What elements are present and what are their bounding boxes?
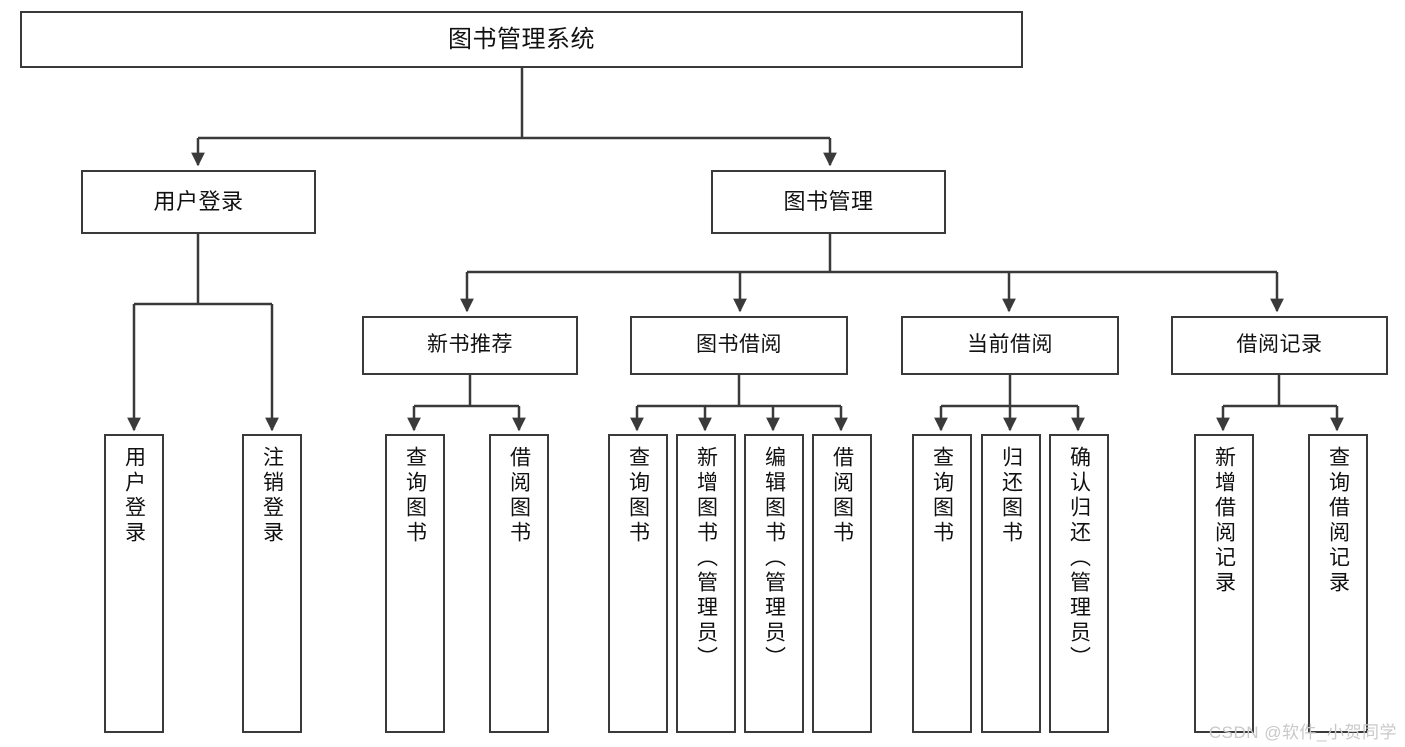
watermark-text: CSDN @软件_小贺同学 (1208, 723, 1397, 742)
node-label: 图书借阅 (696, 333, 782, 357)
node-label: 查询图书 (626, 446, 650, 546)
node-label: 查询图书 (930, 446, 954, 546)
node-label: 新增借阅记录 (1212, 446, 1236, 596)
node-label: 图书管理 (783, 189, 874, 215)
node-label: 确认归还（管理员） (1067, 446, 1091, 671)
node-borrow-record[interactable]: 借阅记录 (1171, 316, 1388, 375)
node-label: 图书管理系统 (448, 25, 595, 53)
node-label: 用户登录 (153, 189, 244, 215)
node-current-borrow[interactable]: 当前借阅 (901, 316, 1119, 375)
node-user-login[interactable]: 用户登录 (81, 170, 316, 234)
leaf-borrow-book-recommend[interactable]: 借阅图书 (489, 434, 549, 733)
leaf-query-book-borrow[interactable]: 查询图书 (608, 434, 668, 733)
node-label: 当前借阅 (967, 333, 1053, 357)
node-new-book-recommend[interactable]: 新书推荐 (362, 316, 578, 375)
node-book-manage[interactable]: 图书管理 (711, 170, 946, 234)
leaf-add-book-admin[interactable]: 新增图书（管理员） (676, 434, 736, 733)
node-root-system[interactable]: 图书管理系统 (20, 11, 1023, 68)
node-label: 归还图书 (999, 446, 1023, 546)
node-label: 用户登录 (122, 446, 146, 546)
node-label: 借阅图书 (507, 446, 531, 546)
node-label: 新书推荐 (427, 333, 513, 357)
leaf-query-borrow-record[interactable]: 查询借阅记录 (1308, 434, 1368, 733)
node-label: 编辑图书（管理员） (762, 446, 786, 671)
leaf-edit-book-admin[interactable]: 编辑图书（管理员） (744, 434, 804, 733)
leaf-add-borrow-record[interactable]: 新增借阅记录 (1194, 434, 1254, 733)
leaf-borrow-book-borrow[interactable]: 借阅图书 (812, 434, 872, 733)
node-label: 借阅记录 (1236, 333, 1323, 357)
node-label: 查询借阅记录 (1326, 446, 1350, 596)
leaf-query-book-recommend[interactable]: 查询图书 (385, 434, 445, 733)
leaf-query-book-current[interactable]: 查询图书 (912, 434, 972, 733)
node-book-borrow[interactable]: 图书借阅 (630, 316, 848, 375)
leaf-confirm-return-admin[interactable]: 确认归还（管理员） (1049, 434, 1109, 733)
leaf-return-book[interactable]: 归还图书 (981, 434, 1041, 733)
node-label: 注销登录 (260, 446, 284, 546)
leaf-user-login[interactable]: 用户登录 (104, 434, 164, 733)
node-label: 借阅图书 (830, 446, 854, 546)
node-label: 查询图书 (403, 446, 427, 546)
node-label: 新增图书（管理员） (694, 446, 718, 671)
leaf-logout-login[interactable]: 注销登录 (242, 434, 302, 733)
